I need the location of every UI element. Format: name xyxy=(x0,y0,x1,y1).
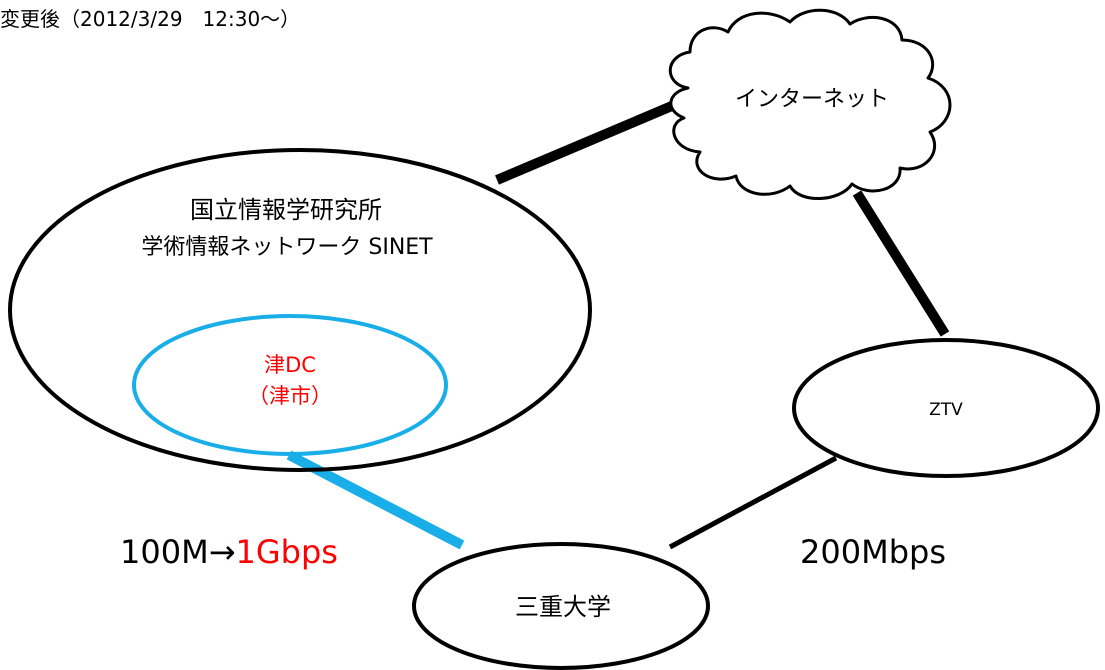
internet-ztv-link xyxy=(852,190,950,337)
sinet-ellipse xyxy=(8,148,592,472)
speed-arrow: → xyxy=(209,533,236,571)
internet-cloud xyxy=(668,8,952,200)
ztv-ellipse xyxy=(792,338,1100,478)
mie-univ-ellipse xyxy=(412,542,710,670)
sinet-label-line2: 学術情報ネットワーク SINET xyxy=(141,235,433,260)
sinet-internet-link xyxy=(495,95,688,185)
sinet-label-line1: 国立情報学研究所 xyxy=(190,196,382,224)
tsu-dc-label-line1: 津DC xyxy=(264,353,316,377)
tsu-dc-label-line2: （津市） xyxy=(248,384,332,408)
old-speed: 100M xyxy=(120,533,209,571)
ztv-univ-speed-label: 200Mbps xyxy=(800,533,946,571)
ztv-label: ZTV xyxy=(929,400,963,420)
dc-univ-speed-label: 100M→1Gbps xyxy=(120,533,338,571)
mie-univ-label: 三重大学 xyxy=(515,593,611,621)
ztv-univ-link xyxy=(668,455,838,550)
tsu-dc-ellipse xyxy=(132,314,448,456)
new-speed: 1Gbps xyxy=(236,533,338,571)
diagram-title: 変更後（2012/3/29 12:30〜） xyxy=(0,7,300,31)
internet-label: インターネット xyxy=(735,87,889,112)
